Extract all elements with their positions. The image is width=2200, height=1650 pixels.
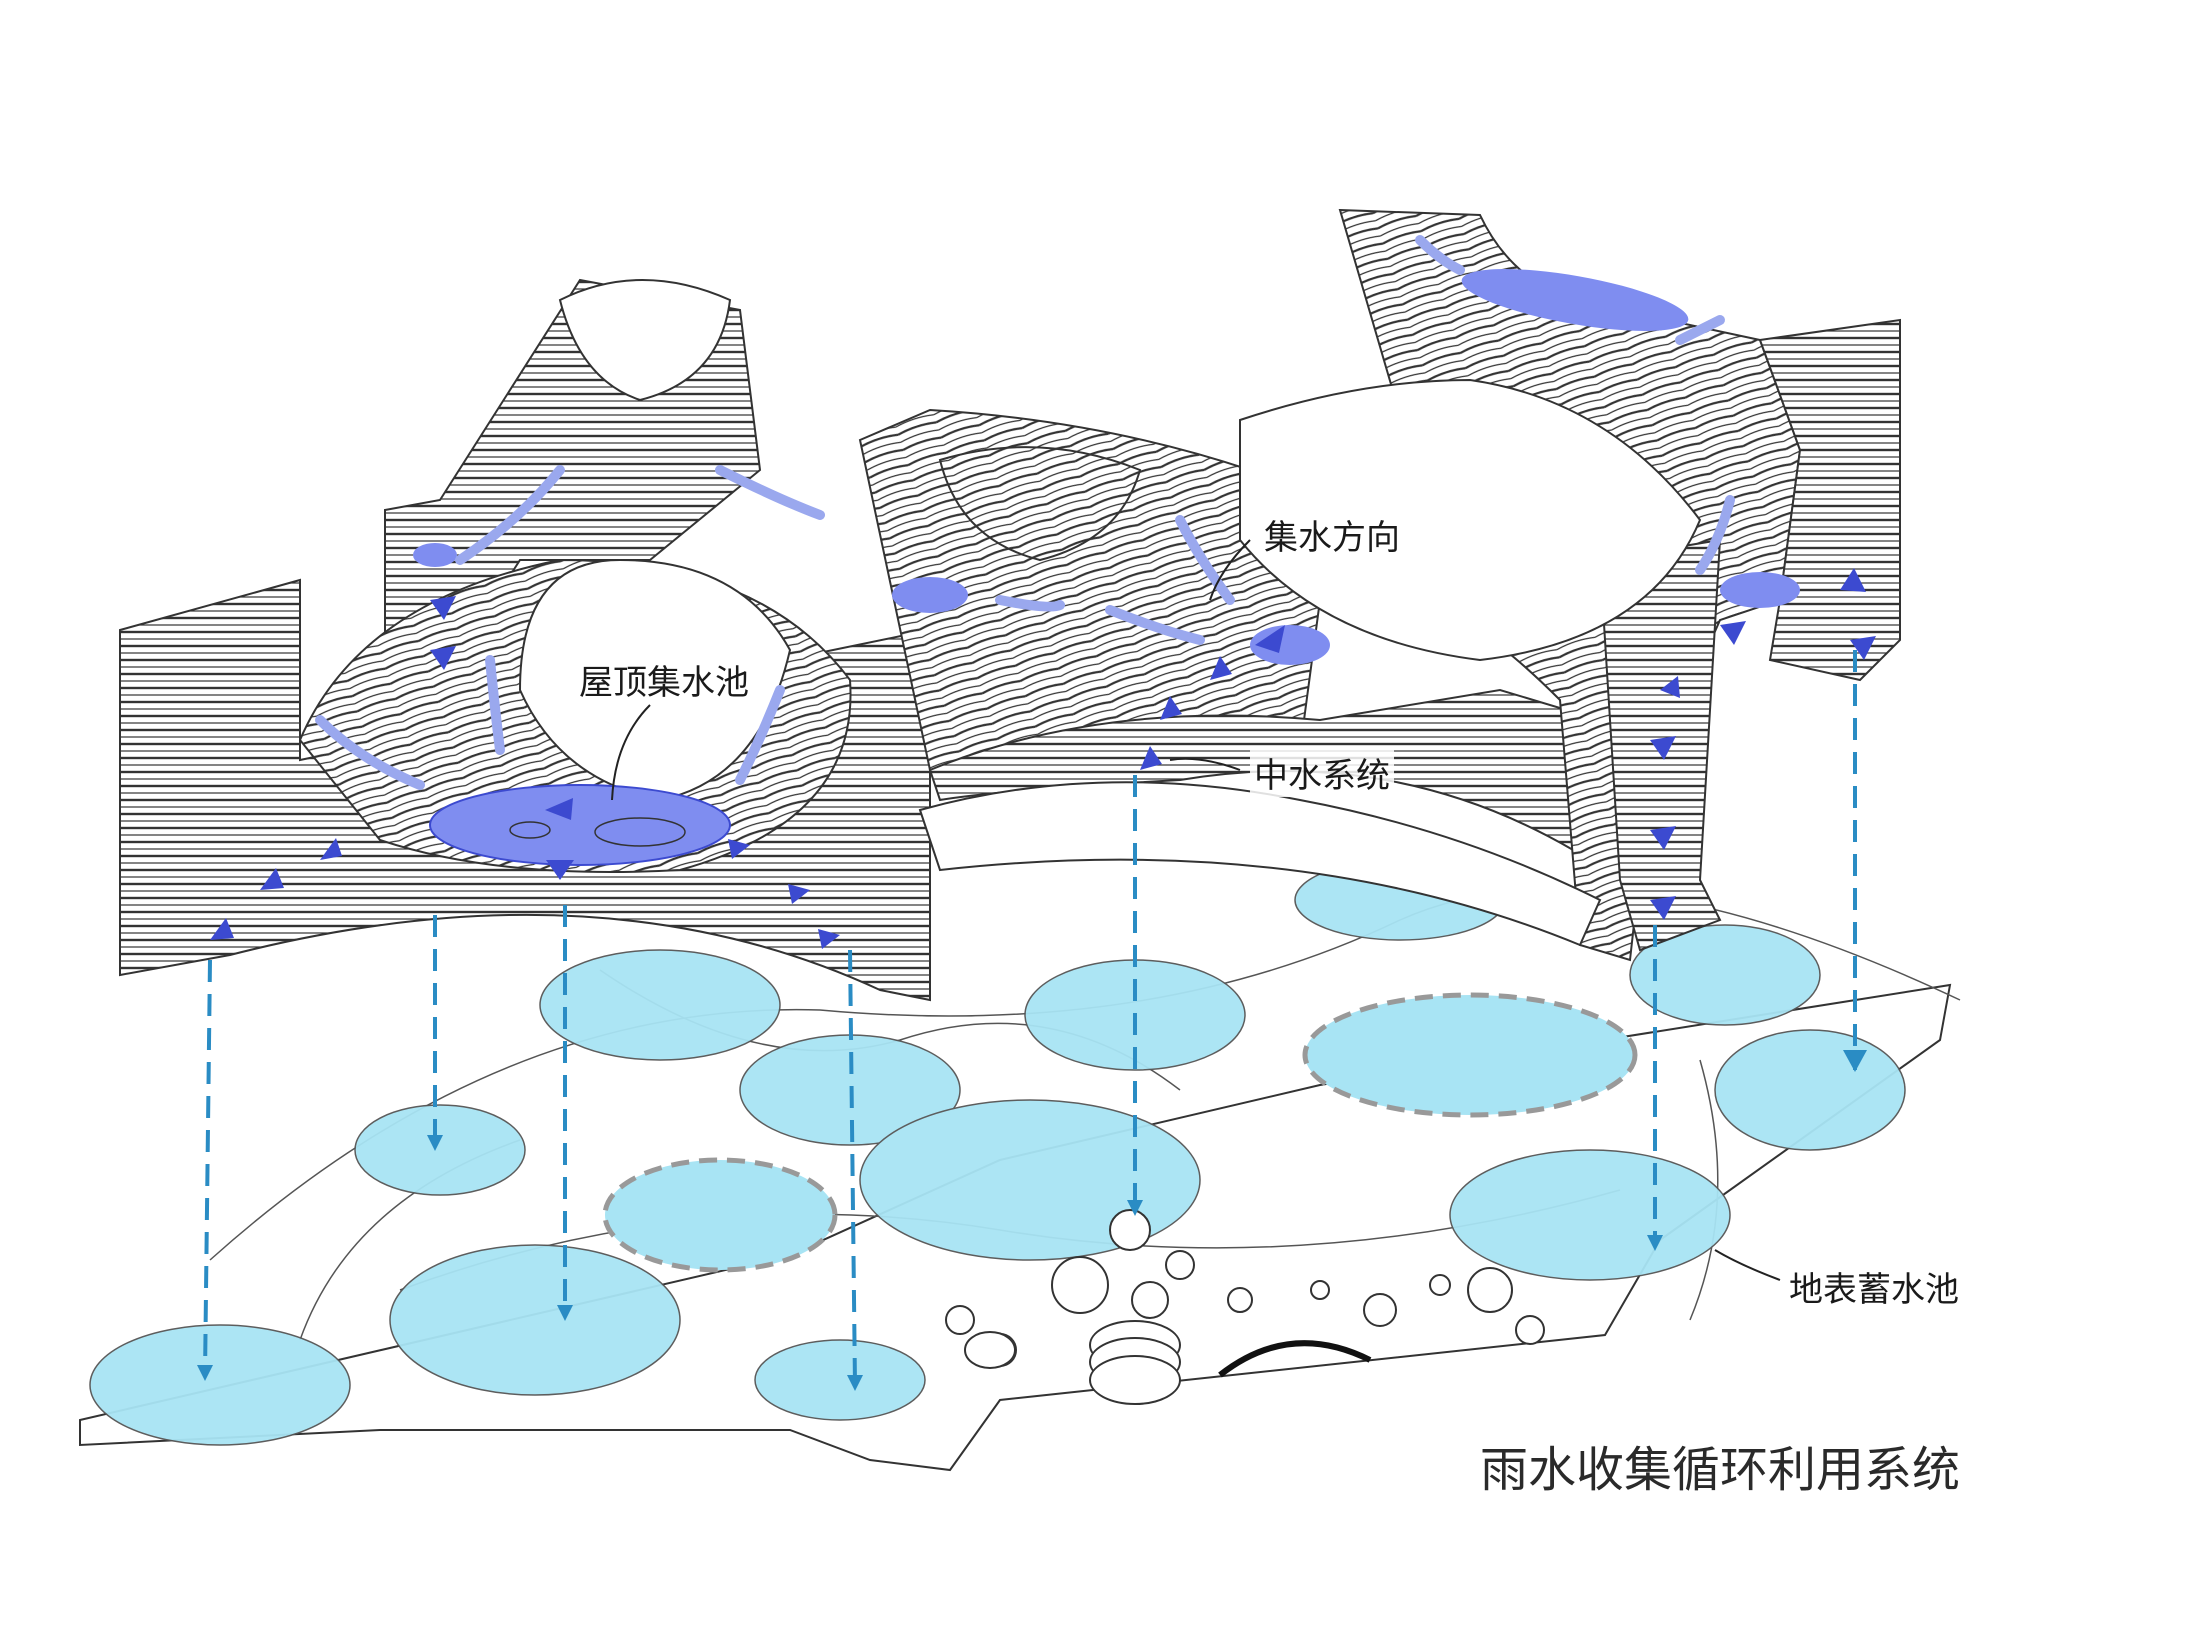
label-grey-water: 中水系统 <box>1250 748 1394 797</box>
drop-arrowheads <box>197 1050 1867 1391</box>
flow-arrows <box>315 235 1735 790</box>
roof-pools <box>413 269 1800 866</box>
label-roof-pool: 屋顶集水池 <box>575 655 753 704</box>
label-ground-pool: 地表蓄水池 <box>1785 1262 1963 1311</box>
ground-pool <box>354 1104 526 1196</box>
building-masses <box>119 208 1901 1002</box>
ground-basins-dashed <box>602 992 1638 1273</box>
ground-pool <box>1449 1149 1731 1281</box>
drop-lines <box>203 650 1857 1386</box>
roof-pool <box>429 784 731 866</box>
diagram-title: 雨水收集循环利用系统 <box>1480 1442 1961 1498</box>
ground-pool <box>389 1244 681 1396</box>
ground-pool <box>89 1324 351 1446</box>
roof-pool <box>1461 269 1689 331</box>
flow-arrowheads <box>210 568 1876 949</box>
roof-pool <box>1720 572 1800 608</box>
ground-pool <box>1714 1029 1906 1151</box>
ground-pool <box>539 949 781 1061</box>
label-flow-direction: 集水方向 <box>1260 510 1404 559</box>
roof-pool <box>413 543 457 567</box>
ground-pool <box>1629 924 1821 1026</box>
floor-circles <box>945 1209 1545 1405</box>
roof-pool <box>892 577 968 613</box>
leader-lines <box>611 539 1781 1281</box>
ground-pool <box>754 1339 926 1421</box>
